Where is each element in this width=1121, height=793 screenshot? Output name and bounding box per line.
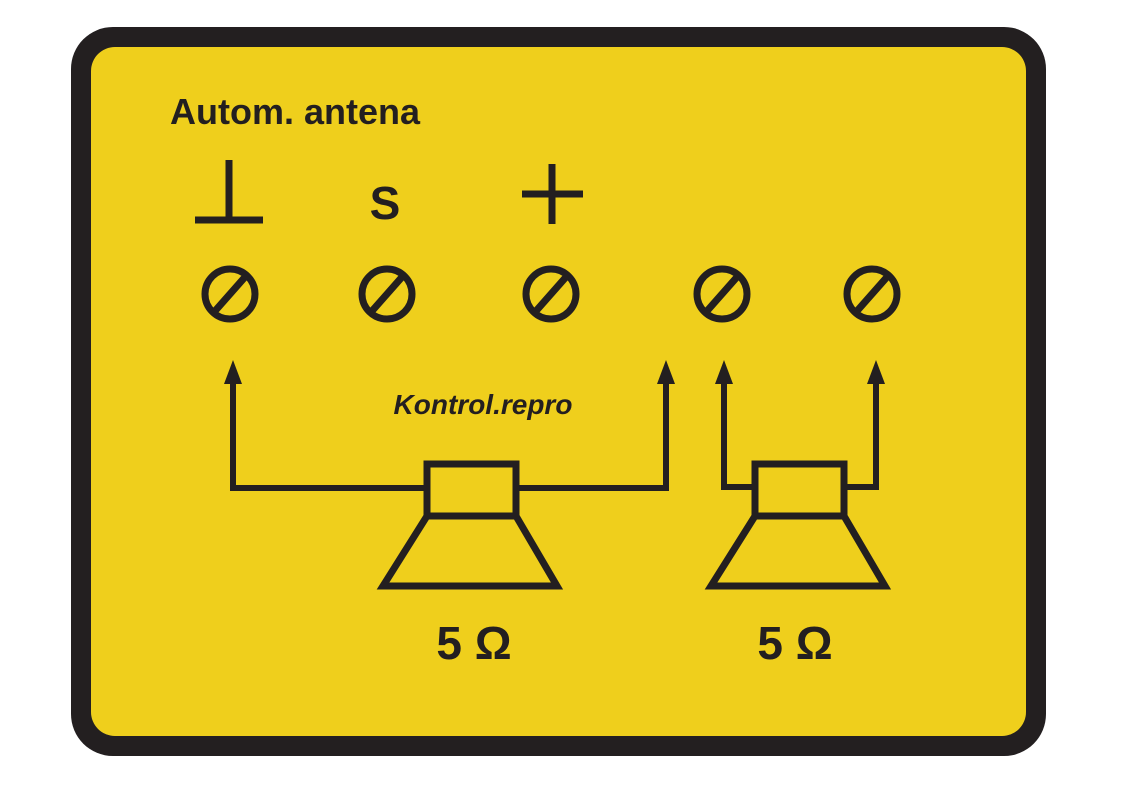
arrow-up-icon [657,360,675,384]
speaker-1-wires [230,382,669,491]
terminal-screw-plus [522,265,580,323]
arrow-up-icon [715,360,733,384]
terminal-screw-ground [201,265,259,323]
speaker-2-impedance: 5 Ω [757,617,832,669]
arrow-up-icon [224,360,242,384]
speaker-2-wires [721,382,879,490]
panel-subtitle: Kontrol.repro [394,389,573,420]
panel-background [91,47,1026,736]
signal-label: S [370,177,401,229]
arrow-up-icon [867,360,885,384]
terminal-screw-5 [843,265,901,323]
speaker-2-icon [704,460,892,590]
plus-icon [522,164,583,224]
terminal-screw-signal [358,265,416,323]
speaker-1-icon [376,460,564,590]
ground-icon [195,160,263,224]
panel-title: Autom. antena [170,91,421,132]
speaker-1-impedance: 5 Ω [436,617,511,669]
terminal-screw-4 [693,265,751,323]
